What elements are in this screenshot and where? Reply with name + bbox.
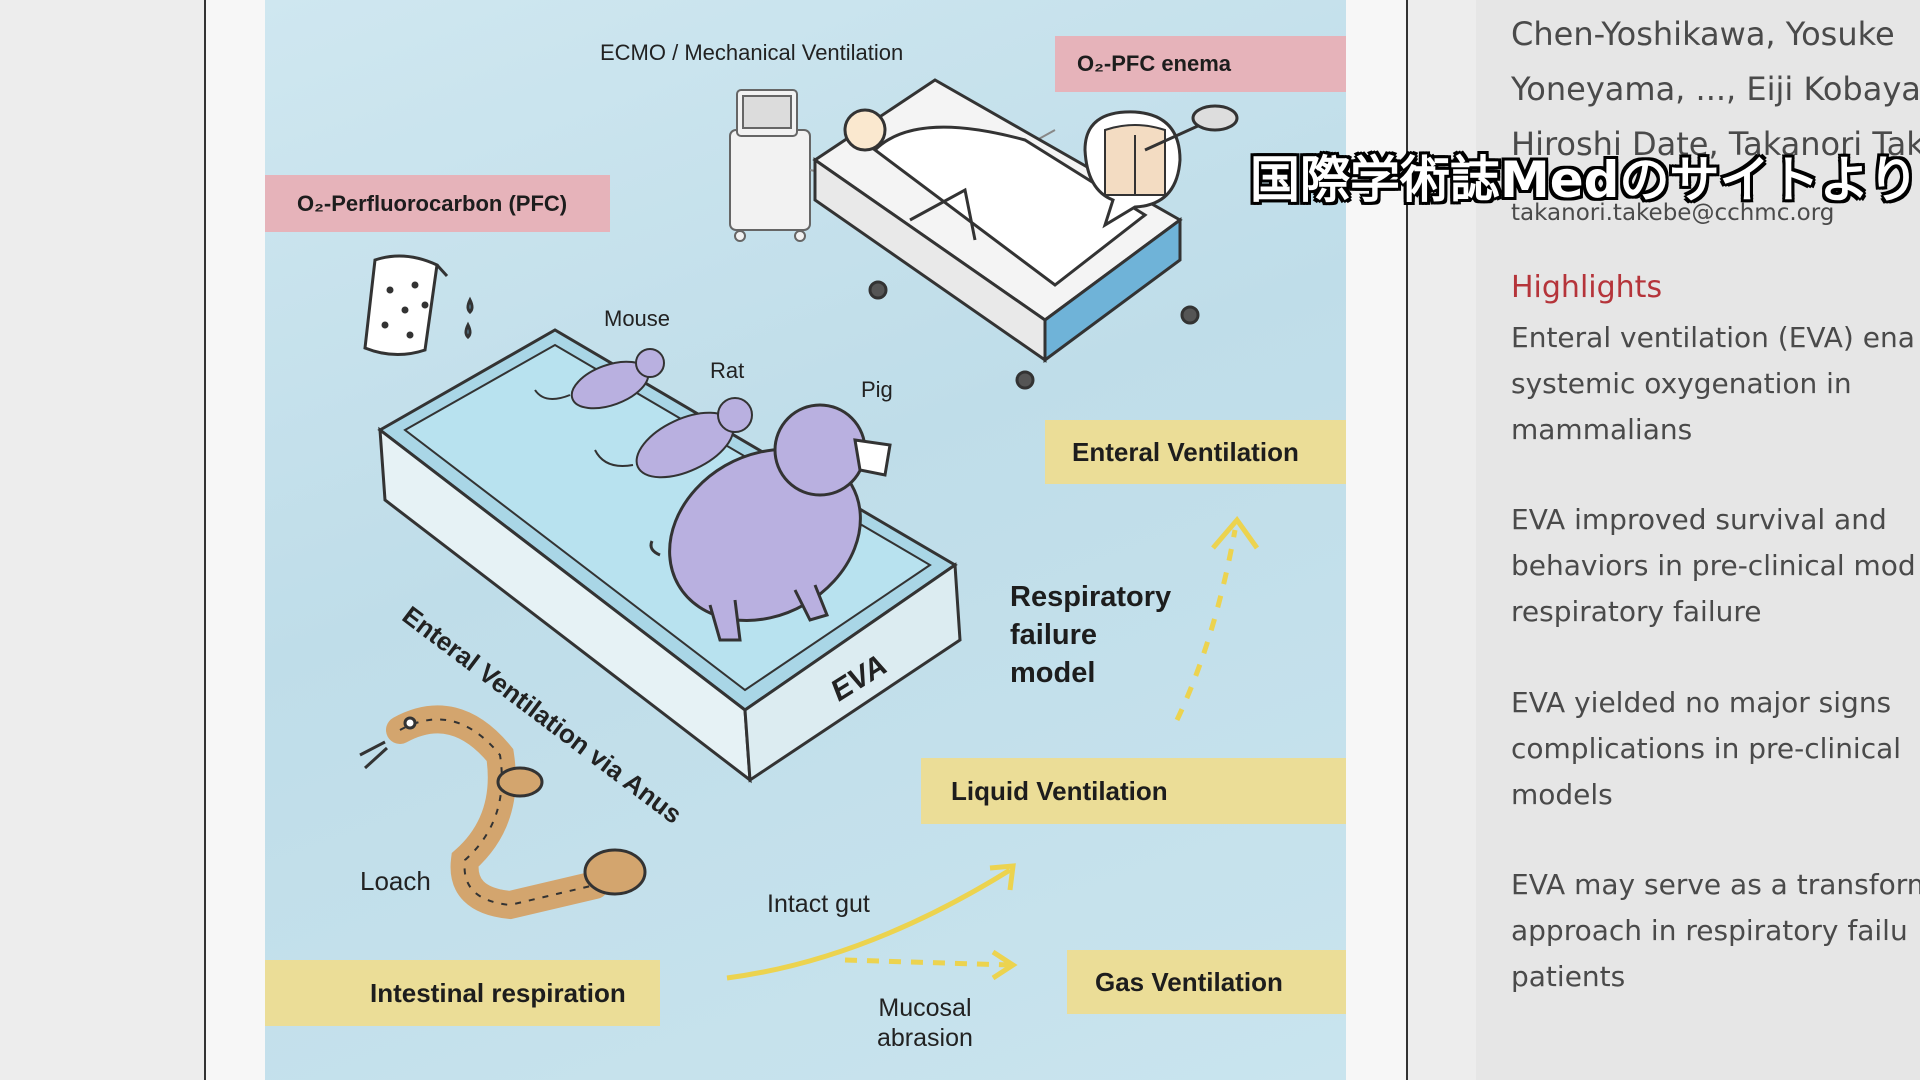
highlights-heading: Highlights [1511, 270, 1663, 305]
mucosal-abrasion-line-1: Mucosal [878, 994, 972, 1022]
author-email-link[interactable]: takanori.takebe@cchmc.org [1511, 200, 1835, 226]
highlight-line: EVA may serve as a transform [1511, 868, 1920, 901]
liquid-to-enteral-arrow [1174, 529, 1238, 722]
mucosal-abrasion-arrow [844, 957, 1011, 968]
rat-illustration [594, 397, 753, 479]
beaker-icon [363, 254, 474, 356]
source-caption-overlay: 国際学術誌Medのサイトより [1250, 151, 1919, 209]
highlight-line: EVA improved survival and [1511, 503, 1887, 536]
ecmo-label: ECMO / Mechanical Ventilation [600, 40, 904, 65]
highlight-line: EVA yielded no major signs [1511, 686, 1892, 719]
ecmo-machine-icon [729, 89, 1056, 242]
illustration-canvas [359, 78, 1260, 981]
liquid-ventilation-label: Liquid Ventilation [921, 758, 1346, 824]
mouse-illustration [534, 348, 665, 410]
highlight-item: Enteral ventilation (EVA) ena systemic o… [1511, 315, 1915, 453]
highlight-line: behaviors in pre-clinical mod [1511, 549, 1916, 582]
highlight-line: mammalians [1511, 413, 1693, 446]
intestinal-respiration-label: Intestinal respiration [265, 960, 660, 1026]
highlight-line: approach in respiratory failu [1511, 914, 1908, 947]
highlight-line: complications in pre-clinical [1511, 732, 1902, 765]
respiratory-failure-model: Respiratory failure model [1010, 578, 1171, 692]
hospital-bed-icon [812, 78, 1200, 390]
mouse-label: Mouse [604, 306, 671, 331]
authors-line-2: Yoneyama, ..., Eiji Kobayas [1511, 70, 1920, 108]
enteral-ventilation-label: Enteral Ventilation [1045, 420, 1346, 484]
mucosal-abrasion-label: Mucosal abrasion [877, 993, 973, 1053]
o2-pfc-enema-label: O₂-PFC enema [1055, 36, 1346, 92]
highlight-line: models [1511, 778, 1613, 811]
respiratory-failure-line-2: failure [1010, 619, 1098, 651]
mucosal-abrasion-line-2: abrasion [877, 1024, 973, 1052]
gas-ventilation-label: Gas Ventilation [1067, 950, 1346, 1014]
highlight-line: systemic oxygenation in [1511, 367, 1852, 400]
respiratory-failure-line-3: model [1010, 657, 1096, 689]
authors-line-1: Chen-Yoshikawa, Yosuke [1511, 15, 1895, 53]
intact-gut-arrow [726, 867, 1012, 981]
enema-bubble-icon [1083, 104, 1239, 229]
loach-illustration [359, 705, 647, 920]
o2-pfc-label: O₂-Perfluorocarbon (PFC) [265, 175, 610, 232]
authors-line-3: Hiroshi Date, Takanori Take [1511, 125, 1920, 163]
graphical-abstract: ECMO / Mechanical Ventilation O₂-PFC ene… [265, 0, 1346, 1080]
loach-label: Loach [360, 866, 431, 896]
highlight-line: Enteral ventilation (EVA) ena [1511, 321, 1915, 354]
highlight-line: patients [1511, 960, 1626, 993]
intact-gut-label: Intact gut [767, 890, 870, 918]
highlight-item: EVA yielded no major signs complications… [1511, 680, 1901, 818]
highlight-item: EVA improved survival and behaviors in p… [1511, 497, 1916, 635]
pig-label: Pig [861, 377, 893, 402]
highlight-item: EVA may serve as a transform approach in… [1511, 862, 1920, 1000]
rat-label: Rat [710, 358, 745, 383]
article-side-panel: Chen-Yoshikawa, Yosuke Yoneyama, ..., Ei… [1476, 0, 1920, 1080]
arrows [726, 515, 1260, 981]
respiratory-failure-line-1: Respiratory [1010, 581, 1172, 613]
highlight-line: respiratory failure [1511, 595, 1762, 628]
pig-illustration [649, 403, 892, 642]
